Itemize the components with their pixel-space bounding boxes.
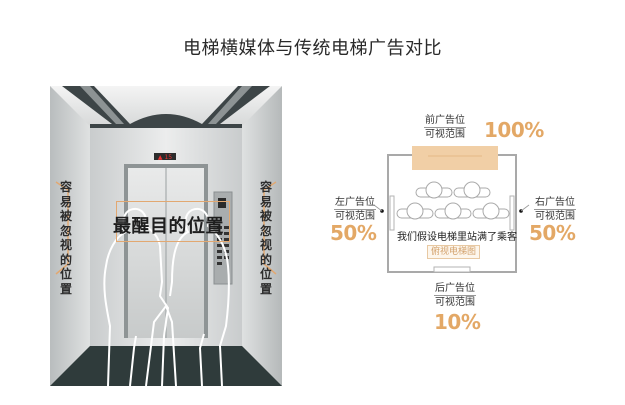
front-ad-caption-line1: 前广告位 (424, 115, 466, 128)
assumption-text: 我们假设电梯里站满了乘客 (397, 232, 517, 243)
most-visible-position-label: 最醒目的位置 (113, 216, 224, 237)
right-ad-caption-line2: 可视范围 (535, 211, 575, 222)
front-ad-percent: 100% (484, 118, 544, 142)
front-ad-caption: 前广告位 可视范围 (424, 114, 466, 141)
right-ignored-position-label: 容易被忽视的位置 (259, 180, 272, 296)
back-ad-caption-line1: 后广告位 (434, 283, 476, 296)
elevator-illustration: ▲ 15 最醒目的位置 容易被忽视的位置 容易被忽视的位置 (50, 86, 282, 386)
left-ad-caption: 左广告位 可视范围 (334, 196, 376, 223)
right-ad-caption: 右广告位 可视范围 (534, 196, 576, 223)
main-ad-frame (116, 201, 230, 242)
left-ad-caption-line2: 可视范围 (335, 211, 375, 222)
front-ad-caption-line2: 可视范围 (425, 129, 465, 140)
top-view-tag: 俯视电梯图 (427, 245, 481, 259)
page-title: 电梯横媒体与传统电梯广告对比 (183, 38, 442, 59)
right-ad-percent: 50% (529, 221, 576, 245)
back-ad-caption-line2: 可视范围 (435, 297, 475, 308)
elevator-interior-graphic: ▲ 15 (50, 86, 282, 386)
svg-text:▲ 15: ▲ 15 (158, 154, 172, 161)
left-ad-percent: 50% (330, 221, 377, 245)
left-ad-caption-line1: 左广告位 (334, 197, 376, 210)
right-ad-caption-line1: 右广告位 (534, 197, 576, 210)
left-ignored-position-label: 容易被忽视的位置 (59, 180, 72, 296)
back-ad-percent: 10% (434, 310, 481, 334)
back-ad-caption: 后广告位 可视范围 (434, 282, 476, 309)
